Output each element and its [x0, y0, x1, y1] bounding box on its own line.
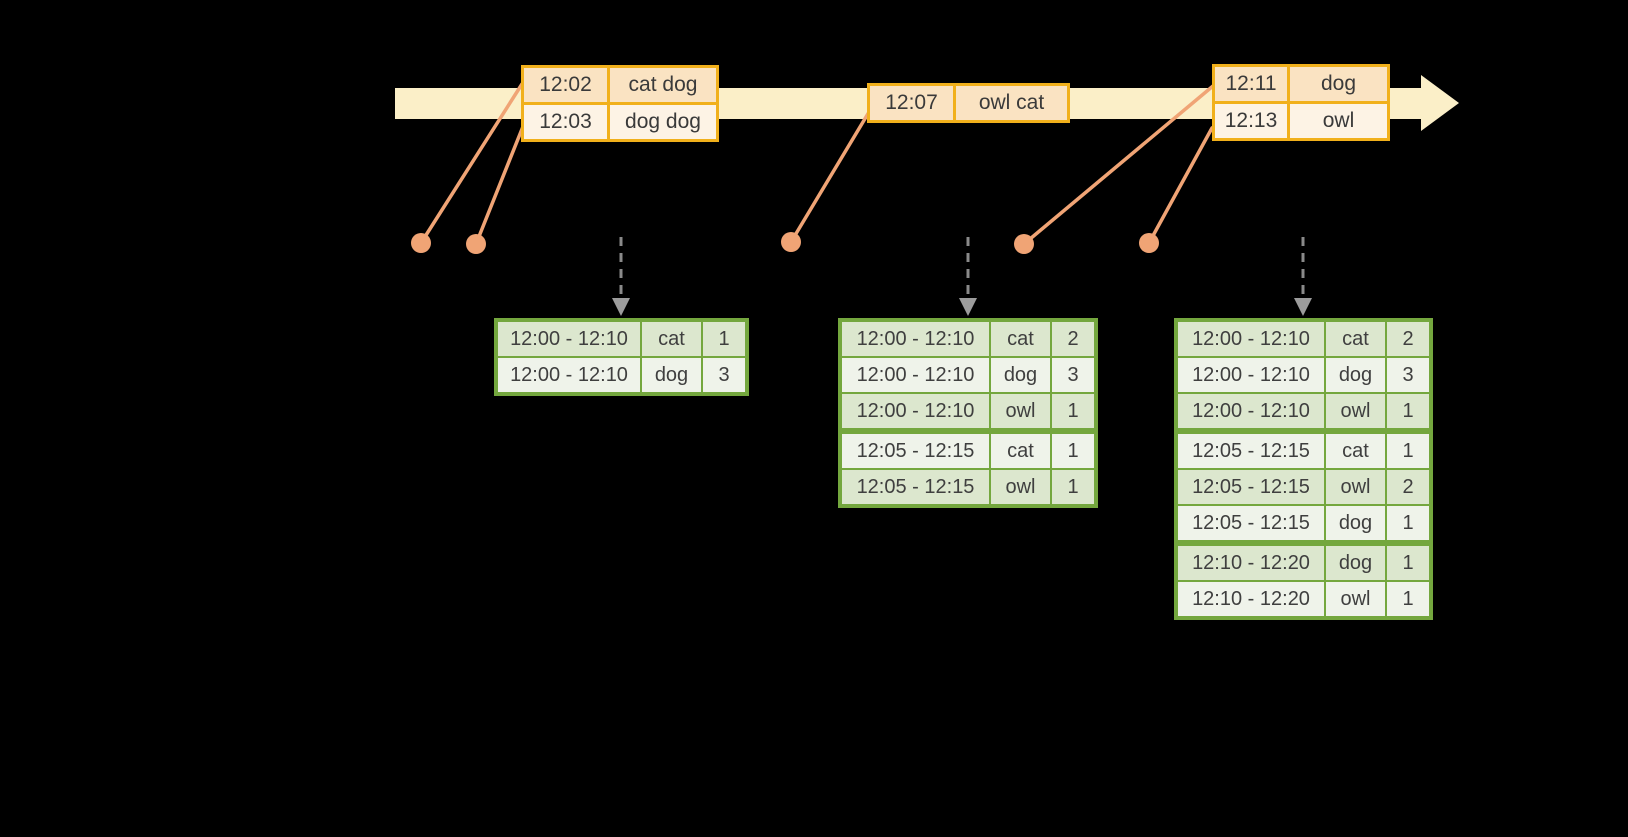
event-table-1: 12:02 cat dog 12:03 dog dog — [521, 65, 719, 142]
word-cell: owl — [991, 394, 1050, 428]
result-table-1: 12:00 - 12:10 cat 1 12:00 - 12:10 dog 3 — [494, 318, 749, 396]
event-time-cell: 12:07 — [870, 86, 953, 120]
word-cell: owl — [1326, 582, 1385, 616]
event-table-2: 12:07 owl cat — [867, 83, 1070, 123]
event-time-cell: 12:13 — [1215, 104, 1287, 138]
table-row: 12:02 cat dog — [524, 68, 716, 102]
count-cell: 1 — [1387, 582, 1429, 616]
table-row: 12:00 - 12:10 dog 3 — [498, 358, 745, 392]
word-cell: dog — [1326, 358, 1385, 392]
window-cell: 12:00 - 12:10 — [842, 358, 989, 392]
word-cell: dog — [991, 358, 1050, 392]
event-words-cell: dog dog — [610, 105, 716, 139]
event-dot-icon — [1014, 234, 1034, 254]
table-row: 12:00 - 12:10 owl 1 — [842, 394, 1094, 428]
word-cell: owl — [1326, 394, 1385, 428]
count-cell: 2 — [1387, 322, 1429, 356]
table-row: 12:13 owl — [1215, 104, 1387, 138]
word-cell: dog — [1326, 506, 1385, 540]
event-connector-line — [419, 82, 524, 245]
table-row: 12:10 - 12:20 owl 1 — [1178, 582, 1429, 616]
event-connector-line — [789, 110, 871, 244]
window-cell: 12:05 - 12:15 — [1178, 470, 1324, 504]
word-cell: dog — [1326, 546, 1385, 580]
window-cell: 12:00 - 12:10 — [842, 394, 989, 428]
window-cell: 12:05 - 12:15 — [842, 470, 989, 504]
table-row: 12:05 - 12:15 dog 1 — [1178, 506, 1429, 540]
word-cell: cat — [1326, 434, 1385, 468]
window-cell: 12:05 - 12:15 — [1178, 434, 1324, 468]
count-cell: 1 — [1052, 470, 1094, 504]
count-cell: 1 — [703, 322, 745, 356]
event-time-cell: 12:03 — [524, 105, 607, 139]
window-cell: 12:00 - 12:10 — [842, 322, 989, 356]
table-row: 12:05 - 12:15 cat 1 — [1178, 434, 1429, 468]
word-cell: cat — [991, 322, 1050, 356]
word-cell: cat — [991, 434, 1050, 468]
window-cell: 12:00 - 12:10 — [1178, 394, 1324, 428]
table-row: 12:05 - 12:15 owl 2 — [1178, 470, 1429, 504]
event-connector-line — [1147, 126, 1214, 245]
timeline-arrow-icon — [1421, 75, 1459, 131]
window-cell: 12:05 - 12:15 — [842, 434, 989, 468]
word-cell: cat — [642, 322, 701, 356]
count-cell: 3 — [1052, 358, 1094, 392]
event-words-cell: owl cat — [956, 86, 1067, 120]
count-cell: 2 — [1387, 470, 1429, 504]
result-table-2: 12:00 - 12:10 cat 2 12:00 - 12:10 dog 3 … — [838, 318, 1098, 508]
event-time-cell: 12:11 — [1215, 67, 1287, 101]
table-row: 12:00 - 12:10 cat 2 — [842, 322, 1094, 356]
window-cell: 12:10 - 12:20 — [1178, 582, 1324, 616]
window-cell: 12:00 - 12:10 — [498, 358, 640, 392]
table-row: 12:00 - 12:10 cat 1 — [498, 322, 745, 356]
event-dot-icon — [466, 234, 486, 254]
count-cell: 1 — [1387, 546, 1429, 580]
count-cell: 1 — [1387, 506, 1429, 540]
count-cell: 1 — [1052, 394, 1094, 428]
event-connector-line — [474, 122, 526, 246]
trigger-arrowhead-icon — [959, 298, 977, 316]
window-cell: 12:05 - 12:15 — [1178, 506, 1324, 540]
event-words-cell: dog — [1290, 67, 1387, 101]
window-cell: 12:00 - 12:10 — [1178, 322, 1324, 356]
event-connector-line — [1022, 84, 1215, 246]
count-cell: 3 — [1387, 358, 1429, 392]
word-cell: cat — [1326, 322, 1385, 356]
count-cell: 1 — [1387, 394, 1429, 428]
count-cell: 2 — [1052, 322, 1094, 356]
result-table-3: 12:00 - 12:10 cat 2 12:00 - 12:10 dog 3 … — [1174, 318, 1433, 620]
table-row: 12:07 owl cat — [870, 86, 1067, 120]
window-cell: 12:10 - 12:20 — [1178, 546, 1324, 580]
window-cell: 12:00 - 12:10 — [1178, 358, 1324, 392]
trigger-arrowhead-icon — [612, 298, 630, 316]
word-cell: dog — [642, 358, 701, 392]
table-row: 12:00 - 12:10 dog 3 — [842, 358, 1094, 392]
event-words-cell: owl — [1290, 104, 1387, 138]
event-dot-icon — [411, 233, 431, 253]
event-table-3: 12:11 dog 12:13 owl — [1212, 64, 1390, 141]
event-dot-icon — [781, 232, 801, 252]
count-cell: 3 — [703, 358, 745, 392]
table-row: 12:03 dog dog — [524, 105, 716, 139]
table-row: 12:05 - 12:15 owl 1 — [842, 470, 1094, 504]
event-words-cell: cat dog — [610, 68, 716, 102]
table-row: 12:00 - 12:10 dog 3 — [1178, 358, 1429, 392]
window-cell: 12:00 - 12:10 — [498, 322, 640, 356]
word-cell: owl — [1326, 470, 1385, 504]
event-time-cell: 12:02 — [524, 68, 607, 102]
table-row: 12:00 - 12:10 cat 2 — [1178, 322, 1429, 356]
trigger-arrowhead-icon — [1294, 298, 1312, 316]
table-row: 12:05 - 12:15 cat 1 — [842, 434, 1094, 468]
table-row: 12:00 - 12:10 owl 1 — [1178, 394, 1429, 428]
table-row: 12:11 dog — [1215, 67, 1387, 101]
table-row: 12:10 - 12:20 dog 1 — [1178, 546, 1429, 580]
word-cell: owl — [991, 470, 1050, 504]
event-dot-icon — [1139, 233, 1159, 253]
count-cell: 1 — [1052, 434, 1094, 468]
count-cell: 1 — [1387, 434, 1429, 468]
